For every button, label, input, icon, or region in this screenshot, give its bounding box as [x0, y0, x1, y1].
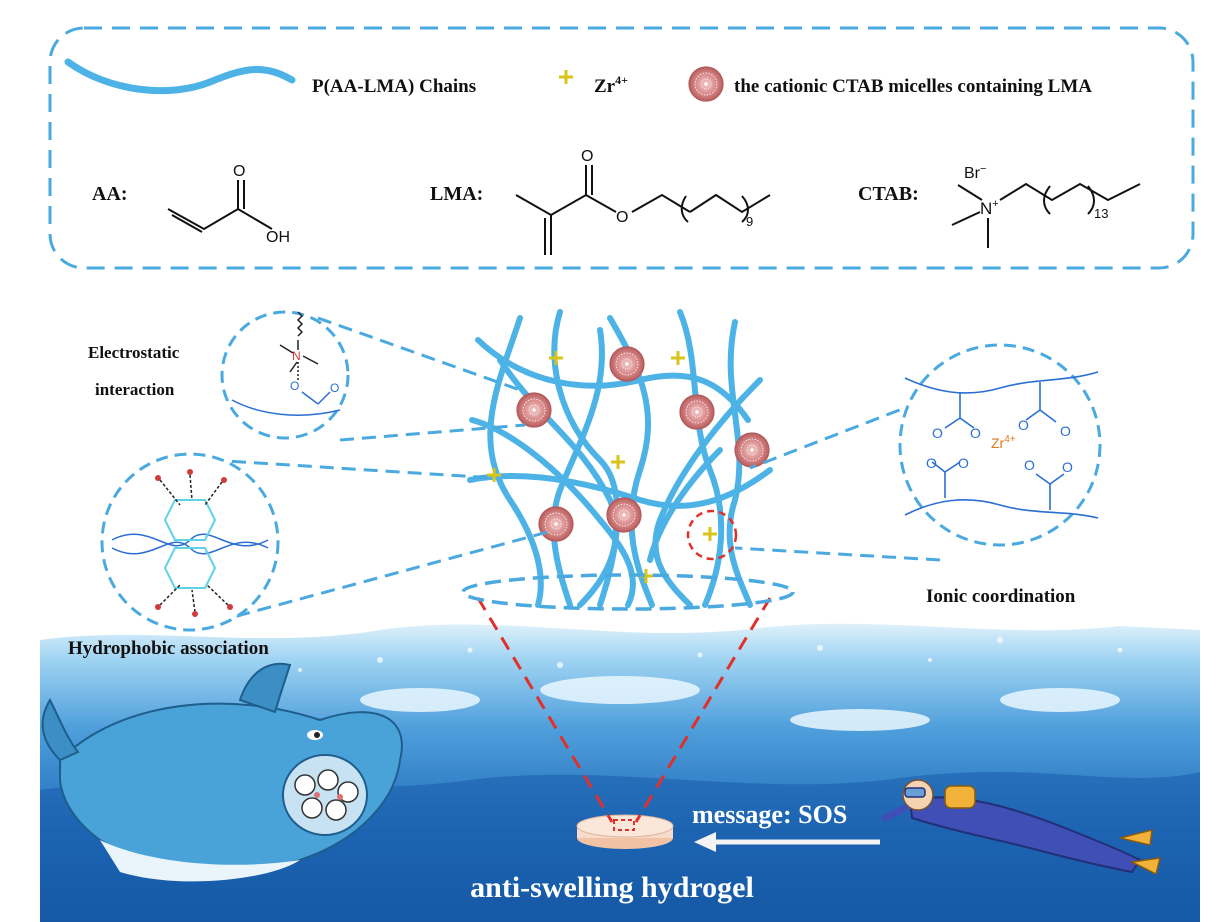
electrostatic-label-2: interaction: [95, 380, 175, 399]
svg-text:O: O: [1018, 417, 1029, 433]
zoom-cone: [476, 597, 772, 823]
ctab-label: CTAB:: [858, 183, 919, 205]
aa-label: AA:: [92, 183, 128, 205]
ctab-structure: [951, 182, 1141, 248]
lma-o-ester: O: [616, 209, 628, 226]
aa-oh-label: OH: [266, 229, 290, 246]
hydrogel-disk: [576, 814, 674, 849]
aa-structure: [167, 180, 273, 233]
lma-o-top: O: [581, 148, 593, 165]
zr-plus-icon: [557, 68, 575, 86]
hydrophobic-detail-circle: [100, 452, 280, 632]
network-base-ellipse: [461, 573, 795, 611]
legend-chain-label: P(AA-LMA) Chains: [312, 76, 476, 97]
legend-micelle-label: the cationic CTAB micelles containing LM…: [734, 76, 1092, 97]
shark-illustration: [41, 662, 403, 882]
svg-text:O: O: [958, 455, 969, 471]
hydrophobic-label: Hydrophobic association: [68, 638, 269, 659]
ionic-label: Ionic coordination: [926, 586, 1076, 607]
legend-frame: [48, 26, 1195, 270]
legend-zr-label: Zr4+: [594, 73, 628, 97]
aa-o-label: O: [233, 163, 245, 180]
product-label: anti-swelling hydrogel: [470, 871, 754, 904]
electrostatic-label-1: Electrostatic: [88, 343, 180, 362]
svg-text:O: O: [330, 381, 339, 395]
ionic-detail: [904, 371, 1099, 519]
lma-label: LMA:: [430, 183, 483, 205]
lma-structure: [515, 165, 771, 255]
svg-text:N: N: [292, 349, 301, 363]
svg-text:O: O: [926, 455, 937, 471]
electrostatic-detail-circle: [220, 310, 350, 440]
svg-text:O: O: [290, 379, 299, 393]
micelle-icon: [688, 66, 724, 102]
callout-lines: [209, 316, 941, 624]
ctab-n: N+: [980, 198, 999, 218]
ctab-subscript: 13: [1094, 206, 1108, 221]
electrostatic-detail: N O O: [231, 311, 341, 416]
message-text: message: SOS: [692, 800, 847, 829]
svg-text:O: O: [970, 425, 981, 441]
svg-text:O: O: [1024, 457, 1035, 473]
legend-chain-icon: [64, 58, 296, 95]
ionic-highlight-ring: [686, 509, 738, 561]
ionic-zr-label: Zr4+: [991, 434, 1016, 451]
diver-illustration: [881, 779, 1161, 876]
message-arrow: [694, 832, 880, 852]
ctab-br: Br−: [964, 163, 986, 182]
svg-text:O: O: [1060, 423, 1071, 439]
svg-text:O: O: [1062, 459, 1073, 475]
hydrophobic-detail: [111, 469, 269, 617]
svg-text:O: O: [932, 425, 943, 441]
lma-subscript: 9: [746, 214, 753, 229]
